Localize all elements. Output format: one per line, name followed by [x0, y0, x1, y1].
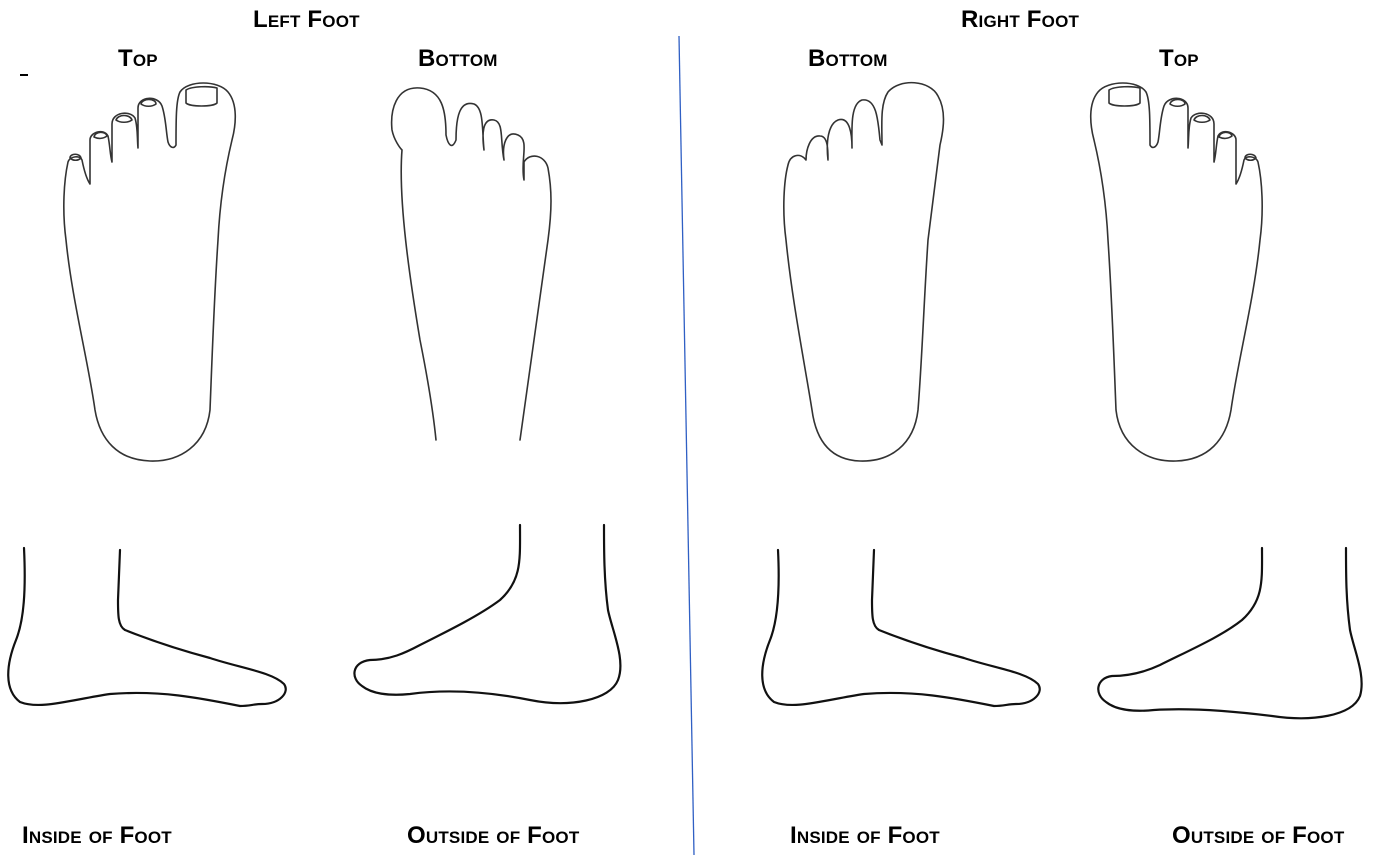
left-foot-bottom-outline: [392, 88, 551, 440]
left-inside-side-outline: [8, 548, 286, 706]
center-divider: [679, 36, 694, 855]
left-foot-top-outline: [64, 83, 235, 461]
right-foot-top-outline: [1091, 83, 1262, 461]
right-foot-bottom-outline: [784, 83, 944, 461]
right-outside-side-outline: [1098, 548, 1361, 718]
right-inside-side-outline: [762, 550, 1040, 706]
left-outside-side-outline: [354, 525, 620, 703]
